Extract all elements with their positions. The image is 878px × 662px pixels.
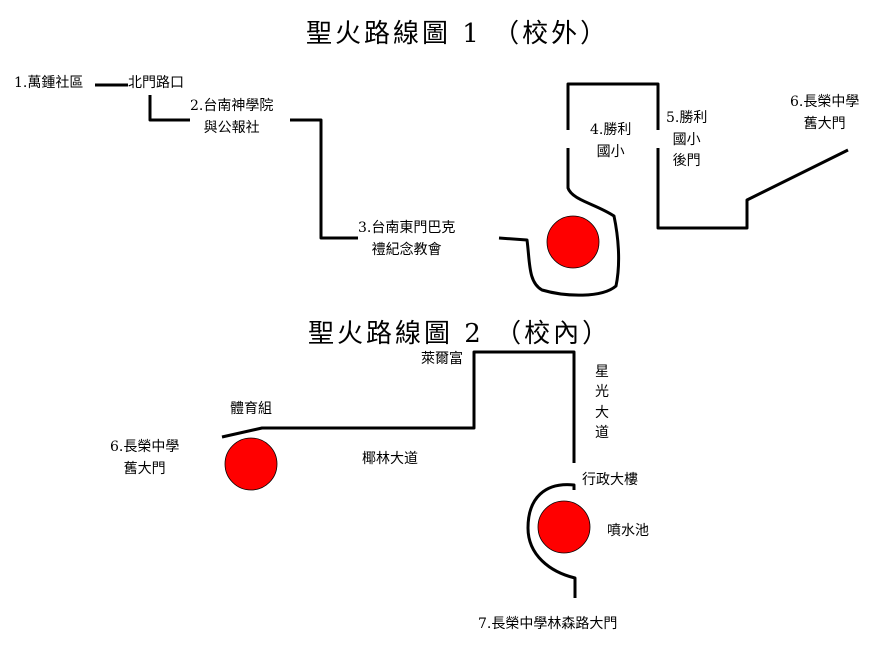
label-seminary-line2: 與公報社 — [203, 119, 260, 136]
label-wanjhong: 1.萬鍾社區 — [14, 73, 84, 95]
label-old-gate-2: 6.長榮中學 舊大門 — [110, 437, 180, 481]
label-shengli-back-line2: 國小 — [672, 131, 701, 148]
route-seminary-to-church — [290, 118, 362, 240]
route-marker-church — [546, 215, 600, 269]
label-star-avenue-char2: 光 — [595, 384, 609, 401]
label-admin-building: 行政大樓 — [582, 470, 638, 492]
label-linsen-gate: 7.長榮中學林森路大門 — [478, 614, 618, 636]
label-beimen: 北門路口 — [128, 73, 184, 95]
label-old-gate-1: 6.長榮中學 舊大門 — [790, 92, 860, 136]
label-fountain: 噴水池 — [607, 521, 649, 543]
route-old-gate-to-leifu — [221, 350, 576, 463]
label-church-line2: 禮紀念教會 — [371, 241, 442, 258]
label-pe-office: 體育組 — [230, 399, 272, 421]
label-star-avenue: 星 光 大 道 — [595, 362, 609, 444]
label-star-avenue-char1: 星 — [595, 364, 609, 380]
label-palm-avenue: 椰林大道 — [362, 449, 418, 471]
label-old-gate-1-line2: 舊大門 — [803, 115, 846, 132]
label-seminary: 2.台南神學院 與公報社 — [190, 96, 274, 140]
label-star-avenue-char3: 大 — [595, 404, 609, 421]
label-star-avenue-char4: 道 — [595, 424, 609, 441]
map1-title: 聖火路線圖 1 （校外） — [306, 19, 610, 49]
route-fountain-loop — [526, 483, 577, 598]
label-seminary-line1: 2.台南神學院 — [190, 98, 274, 114]
route-church-loop — [498, 148, 621, 297]
label-old-gate-1-line1: 6.長榮中學 — [790, 94, 860, 110]
route-marker-fountain — [537, 500, 591, 554]
route-shengli-loop — [566, 82, 660, 130]
route-shengli-to-old-gate — [656, 148, 849, 230]
label-shengli-back: 5.勝利 國小 後門 — [666, 108, 708, 174]
label-old-gate-2-line2: 舊大門 — [123, 460, 166, 477]
route-marker-old-gate — [224, 437, 278, 491]
label-church: 3.台南東門巴克 禮紀念教會 — [358, 218, 456, 262]
label-shengli-line1: 4.勝利 — [590, 122, 632, 138]
label-old-gate-2-line1: 6.長榮中學 — [110, 439, 180, 455]
label-shengli-back-line1: 5.勝利 — [666, 110, 708, 126]
label-shengli-line2: 國小 — [596, 143, 625, 160]
label-shengli-back-line3: 後門 — [672, 153, 701, 170]
label-church-line1: 3.台南東門巴克 — [358, 220, 456, 236]
route-beimen-to-seminary — [148, 91, 200, 122]
map2-title: 聖火路線圖 2 （校內） — [308, 319, 612, 349]
label-leifu: 萊爾富 — [421, 349, 463, 371]
label-shengli: 4.勝利 國小 — [590, 120, 632, 164]
